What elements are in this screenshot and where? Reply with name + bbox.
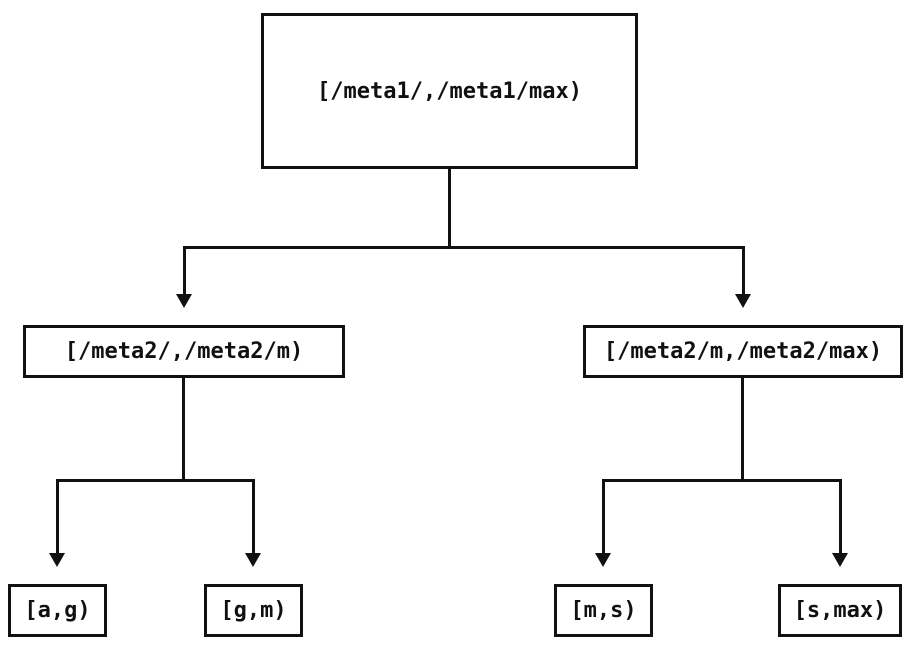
connector-right-leg-1: [602, 479, 605, 553]
connector-left-bar: [56, 479, 255, 482]
node-leaf-gm: [g,m): [204, 584, 303, 637]
node-right: [/meta2/m,/meta2/max): [583, 325, 903, 378]
arrow-down-icon: [735, 294, 751, 308]
node-right-label: [/meta2/m,/meta2/max): [603, 339, 883, 364]
arrow-down-icon: [245, 553, 261, 567]
node-leaf-smax: [s,max): [778, 584, 902, 637]
connector-root-left-leg: [183, 246, 186, 294]
node-leaf-ms-label: [m,s): [570, 598, 637, 623]
node-leaf-ag-label: [a,g): [24, 598, 91, 623]
arrow-down-icon: [176, 294, 192, 308]
node-left-label: [/meta2/,/meta2/m): [64, 339, 304, 364]
connector-left-leg-2: [252, 479, 255, 553]
connector-right-trunk: [741, 378, 744, 481]
arrow-down-icon: [832, 553, 848, 567]
connector-left-trunk: [182, 378, 185, 481]
node-leaf-ms: [m,s): [554, 584, 653, 637]
node-leaf-ag: [a,g): [8, 584, 107, 637]
node-leaf-gm-label: [g,m): [220, 598, 287, 623]
connector-root-right-leg: [742, 246, 745, 294]
connector-right-bar: [602, 479, 842, 482]
connector-root-trunk: [448, 169, 451, 248]
node-root-label: [/meta1/,/meta1/max): [317, 78, 582, 104]
node-root: [/meta1/,/meta1/max): [261, 13, 638, 169]
connector-root-bar: [183, 246, 745, 249]
connector-right-leg-2: [839, 479, 842, 553]
connector-left-leg-1: [56, 479, 59, 553]
node-left: [/meta2/,/meta2/m): [23, 325, 345, 378]
node-leaf-smax-label: [s,max): [793, 598, 887, 623]
arrow-down-icon: [595, 553, 611, 567]
arrow-down-icon: [49, 553, 65, 567]
